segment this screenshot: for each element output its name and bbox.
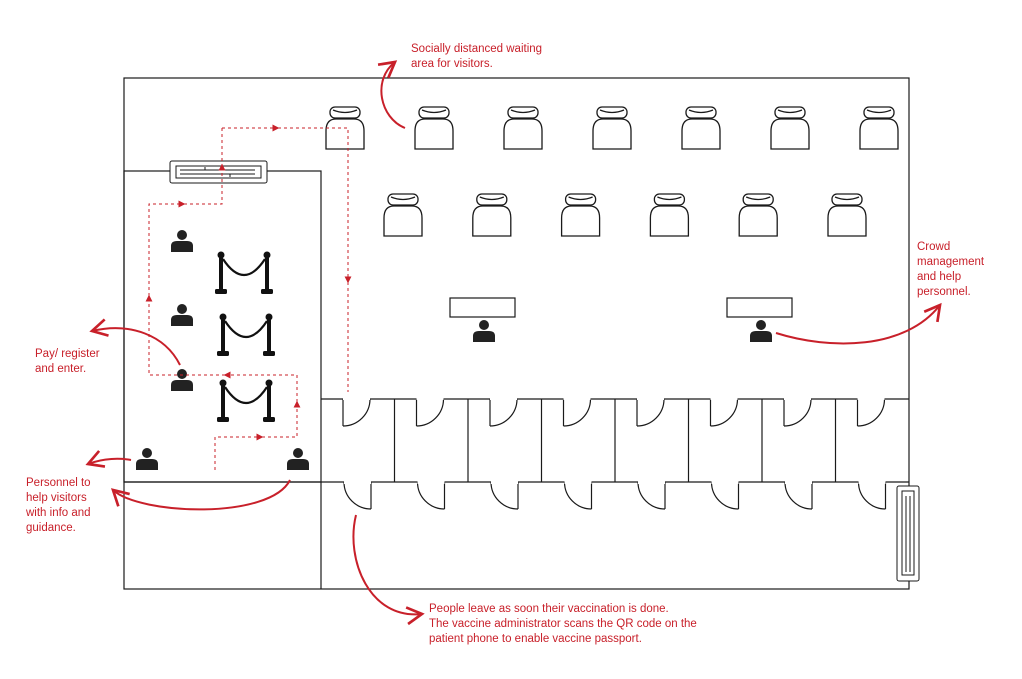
stanchion-icon	[215, 251, 273, 294]
booth	[467, 397, 519, 510]
door-icon[interactable]	[416, 481, 446, 510]
desk-icon	[449, 297, 793, 318]
booth	[614, 397, 666, 510]
door-icon[interactable]	[856, 397, 886, 427]
walls	[123, 77, 910, 590]
door-icon[interactable]	[710, 481, 740, 510]
exit-arrow	[352, 514, 425, 626]
chair-icon	[681, 106, 721, 150]
stanchion-icon	[217, 313, 275, 356]
crowd-management-label: Crowd management and help personnel.	[917, 241, 985, 298]
chair-icon	[649, 193, 690, 237]
chair-icon	[859, 106, 899, 150]
door-icon[interactable]	[342, 397, 371, 427]
personnel-guidance-arrow	[110, 479, 291, 511]
door-icon[interactable]	[637, 481, 666, 510]
waiting-area-arrow	[377, 60, 406, 129]
stanchion-icon	[217, 379, 275, 422]
vaccination-booths	[342, 397, 887, 510]
chair-icon	[503, 106, 543, 150]
door-icon[interactable]	[709, 397, 739, 427]
booth	[834, 397, 887, 510]
person-icon	[171, 369, 193, 391]
chair-icon	[325, 106, 365, 150]
person-icon	[171, 304, 193, 326]
queue-stanchions	[215, 251, 275, 422]
waiting-area-label: Socially distanced waiting area for visi…	[411, 43, 543, 70]
sliding-door-icon[interactable]	[896, 485, 920, 582]
chair-icon	[472, 193, 512, 237]
door-icon[interactable]	[562, 397, 592, 427]
person-icon	[473, 320, 495, 342]
booth	[687, 397, 740, 510]
booth	[393, 397, 446, 510]
booth	[342, 397, 372, 510]
chair-icon	[770, 106, 810, 150]
booth	[540, 397, 593, 510]
exit-note-label: People leave as soon their vaccination i…	[429, 603, 697, 645]
crowd-management-arrow	[775, 302, 942, 345]
pay-register-label: Pay/ register and enter.	[35, 348, 100, 375]
chair-icon	[414, 106, 454, 150]
booth	[761, 397, 813, 510]
visitor-flow-path	[145, 124, 352, 470]
door-icon[interactable]	[343, 481, 372, 510]
sliding-door-icon[interactable]	[169, 160, 268, 184]
person-icon	[287, 448, 309, 470]
chair-icon	[738, 193, 778, 237]
door-icon[interactable]	[563, 481, 593, 510]
personnel-help-arrow	[85, 450, 132, 468]
annotation-arrows	[85, 60, 942, 626]
personnel-help-label: Personnel to help visitors with info and…	[26, 477, 91, 534]
door-icon[interactable]	[857, 481, 887, 510]
building-outline	[123, 77, 910, 590]
door-icon[interactable]	[783, 397, 812, 427]
door-icon[interactable]	[489, 397, 518, 427]
person-icon	[171, 230, 193, 252]
person-icon	[136, 448, 158, 470]
chair-icon	[560, 193, 601, 237]
person-icon	[750, 320, 772, 342]
chair-icon	[383, 193, 423, 237]
door-icon[interactable]	[784, 481, 813, 510]
people	[136, 230, 772, 470]
chair-icon	[592, 106, 632, 150]
chair-icon	[827, 193, 867, 237]
door-icon[interactable]	[490, 481, 519, 510]
door-icon[interactable]	[415, 397, 445, 427]
pay-register-arrow	[89, 318, 181, 366]
waiting-chairs	[325, 106, 899, 237]
door-icon[interactable]	[636, 397, 665, 427]
